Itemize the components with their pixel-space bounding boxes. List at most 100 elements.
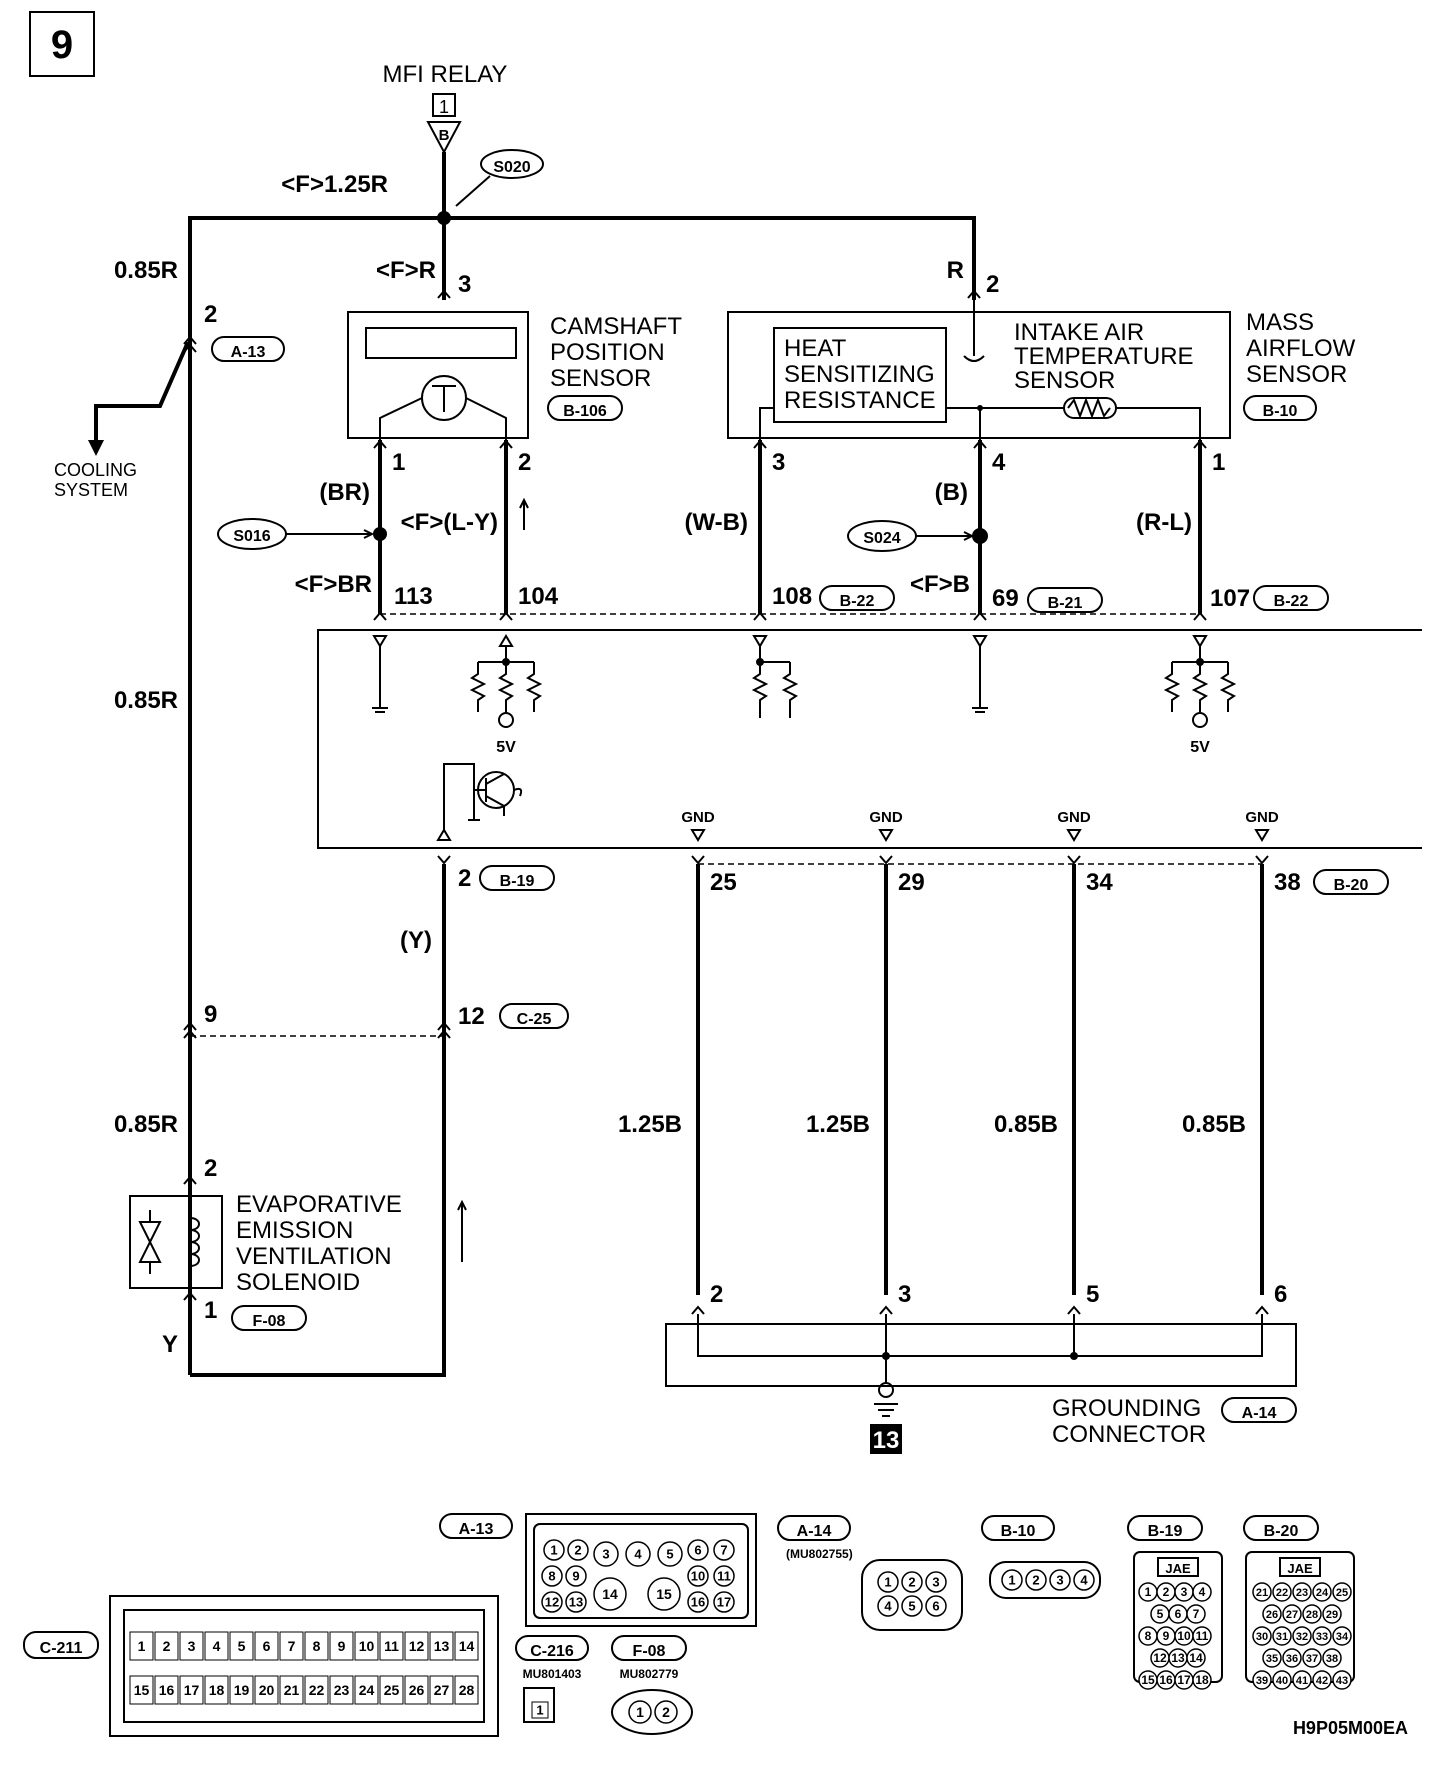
legend-b20-pin-shape [1262,1604,1282,1624]
legend-c211-top-pin: 12 [409,1638,425,1654]
legend-a13-pin-shape [713,1591,735,1613]
legend-b20-pin: 25 [1336,1587,1348,1599]
ground-bus [697,1314,1263,1357]
pin-c25-9: 9 [204,1001,217,1028]
legend-b19-pin: 5 [1157,1607,1164,1621]
legend-b20-pin-shape [1252,1670,1272,1690]
legend-b19-pin: 18 [1195,1673,1209,1687]
legend-a13-pin: 12 [545,1595,559,1610]
legend-c211-bot-pin-shape [129,1675,154,1705]
legend-f08-pin: 1 [636,1704,644,1720]
legend-b20-pin-shape [1252,1582,1272,1602]
legend-c211-pins: 1152163174185196207218229231024112512261… [129,1631,479,1705]
legend-c211-bot-pin-shape [179,1675,204,1705]
cooling-arrow [88,440,104,456]
conn-c25-tag [499,1003,569,1029]
legend-b19-pin: 3 [1181,1585,1188,1599]
wire-main-left-low: 0.85R [114,1111,178,1138]
conn-b22-2: B-22 [1274,593,1309,610]
pin-cam1: 1 [392,449,405,476]
legend-c211-top-pin-shape [329,1631,354,1661]
ecu-box [317,629,1422,849]
gnd-tri-25 [690,829,706,842]
iat-line3: SENSOR [1014,367,1115,394]
pin-cam2: 2 [518,449,531,476]
legend-a14-pin-shape [901,1571,923,1593]
legend-c211-top-pin: 2 [163,1638,171,1654]
relay-terminal-box [432,93,456,117]
pin-c25-12: 12 [458,1003,485,1030]
legend-b19-pin: 2 [1163,1585,1170,1599]
figure-code: H9P05M00EA [1293,1718,1408,1738]
conn-b22-tag-1 [819,585,895,611]
splice-s016-label: S016 [233,528,270,545]
evap-line2: EMISSION [236,1217,353,1244]
legend-c211-bot-pin-shape [404,1675,429,1705]
pin-maf2: 2 [986,271,999,298]
conn-b21-tag [1027,587,1103,613]
legend-b19-pin-shape [1192,1670,1212,1690]
legend-c211-bot-pin: 24 [359,1682,375,1698]
legend-b20-pin: 29 [1326,1609,1338,1621]
legend-a13-pin: 13 [569,1595,583,1610]
legend-c211-bot-pin: 18 [209,1682,225,1698]
legend-a14-pin: 4 [884,1599,892,1614]
maf-conn-tag [1243,395,1317,421]
pin-maf3: 3 [772,449,785,476]
pin-evap1: 1 [204,1297,217,1324]
legend-b10: B-10 [1001,1523,1036,1540]
wire-maf-p1: (R-L) [1136,509,1192,536]
legend-b10-pin: 3 [1056,1573,1063,1588]
relay-conn-triangle [426,121,462,155]
legend-a13-pin-shape [657,1541,683,1567]
legend-c211-bot-pin-shape [329,1675,354,1705]
legend-c216-part: MU801403 [523,1667,582,1681]
legend-c211-top-pin: 11 [384,1638,399,1654]
legend-c211-bot-pin: 27 [434,1682,450,1698]
cam-pin2-lead [465,397,507,440]
maf-conn: B-10 [1263,403,1298,420]
conn-b20-tag [1313,869,1389,895]
thermistor-zigzag [1067,397,1111,419]
legend-b10-pin-shape [1025,1569,1047,1591]
e34-chev [1067,855,1081,865]
gnd-tri-29 [878,829,894,842]
legend-b20-pin: 23 [1296,1587,1308,1599]
cam-pin1-lead [379,397,423,440]
legend-c211-bot-pin: 15 [134,1682,150,1698]
legend-c211-top-pin-shape [379,1631,404,1661]
heat-resistance-box [773,327,947,423]
conn-b22-tag-2 [1253,585,1329,611]
legend-a13-pin-shape [541,1591,563,1613]
pin-e25: 25 [710,869,737,896]
s020-pointer [455,175,491,207]
legend-b20-jae: JAE [1287,1561,1313,1576]
cooling-wire [94,341,190,448]
legend-b19-pin: 4 [1199,1585,1206,1599]
legend-c211-bot-pin: 22 [309,1682,325,1698]
legend-a14-pin-shape [877,1595,899,1617]
legend-a13-pin: 2 [574,1543,581,1558]
gnd-tri-38 [1254,829,1270,842]
pin-ecu69: 69 [992,585,1019,612]
legend-a13-pin: 4 [634,1547,642,1562]
legend-a14-pin-shape [877,1571,899,1593]
legend-b20-pin-shape [1292,1582,1312,1602]
legend-c216: C-216 [530,1643,574,1660]
legend-b19-pin: 14 [1189,1651,1203,1665]
legend-b20-pin: 21 [1256,1587,1268,1599]
cam-line1: CAMSHAFT [550,313,682,340]
maf-line2: AIRFLOW [1246,335,1356,362]
legend-b20-pin-shape [1322,1648,1342,1668]
cam-line3: SENSOR [550,365,651,392]
legend-b10-pin: 1 [1008,1573,1015,1588]
legend-a13-tag [439,1513,513,1539]
legend-b20-pin: 40 [1276,1675,1288,1687]
ecu-internals [372,634,1237,841]
legend-f08-body [611,1689,693,1735]
legend-a14-body [861,1559,963,1631]
ground-line1: GROUNDING [1052,1395,1201,1422]
